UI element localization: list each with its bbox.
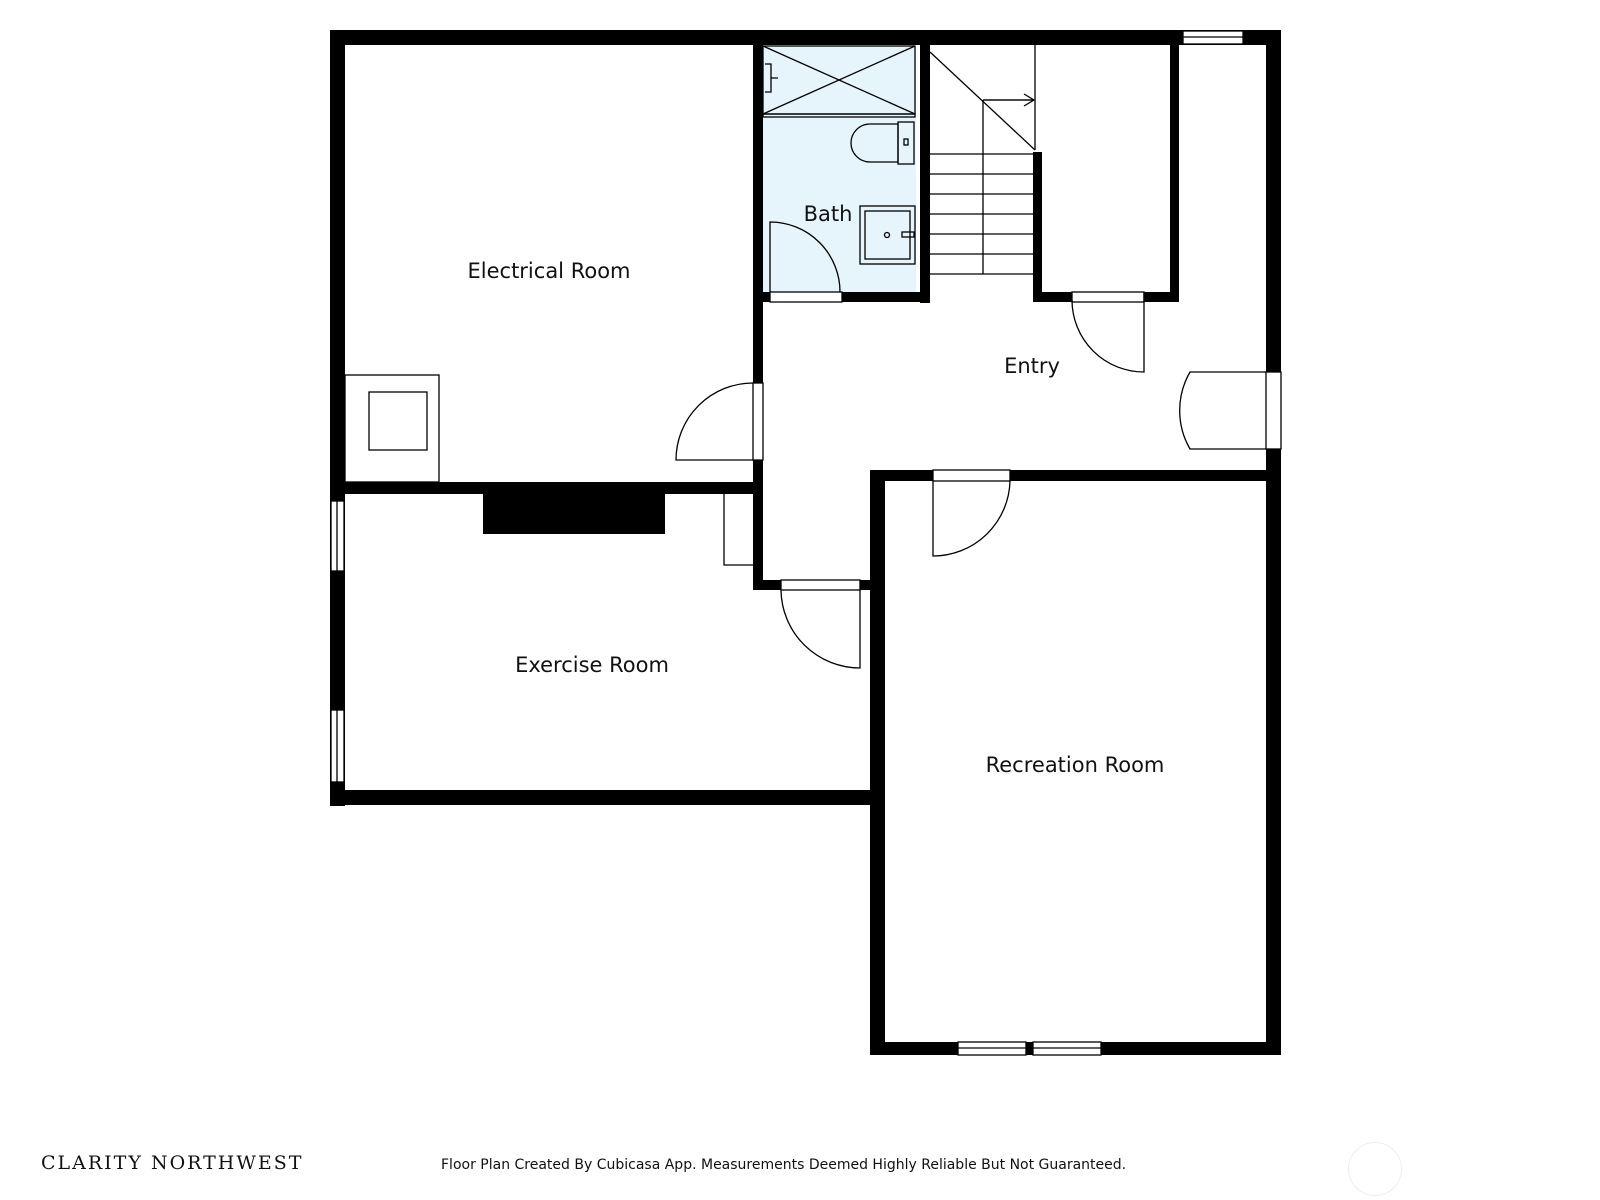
brand-logo-text: CLARITY NORTHWEST — [41, 1152, 304, 1174]
bath-floor — [762, 46, 916, 296]
label-entry: Entry — [1004, 354, 1060, 378]
windows — [330, 30, 1244, 1056]
label-recreation-room: Recreation Room — [986, 753, 1165, 777]
label-electrical-room: Electrical Room — [468, 259, 631, 283]
furnace-fixture — [344, 374, 440, 483]
footer-disclaimer: Floor Plan Created By Cubicasa App. Meas… — [441, 1157, 1127, 1173]
doors — [675, 221, 1282, 669]
bath-fixtures — [762, 45, 916, 265]
watermark-seal — [1348, 1142, 1402, 1196]
label-bath: Bath — [804, 202, 853, 226]
label-exercise-room: Exercise Room — [515, 653, 669, 677]
staircase — [929, 45, 1036, 275]
